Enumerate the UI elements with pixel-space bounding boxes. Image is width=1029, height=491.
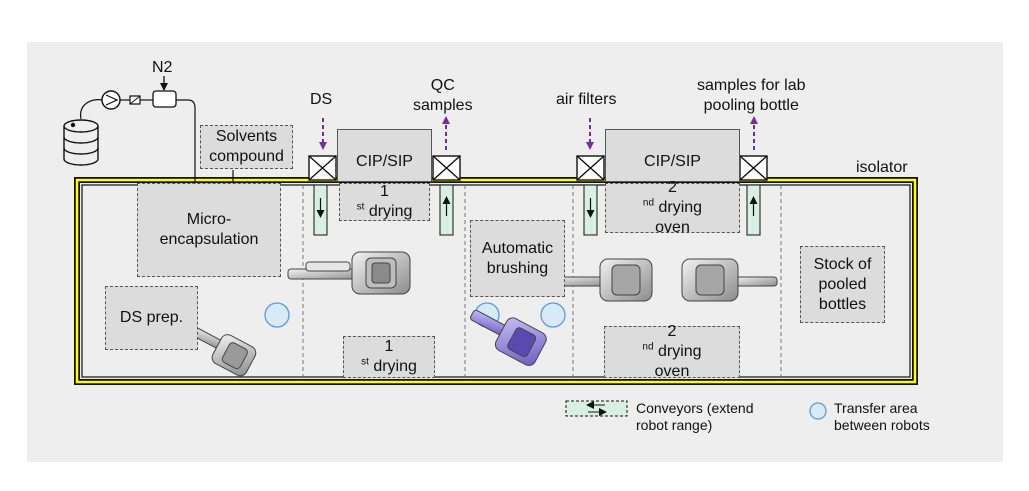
legend-conveyor-icon [565,400,628,417]
supply-line [80,99,103,120]
transfer-area-icon [264,302,566,328]
cip-sip-box-1: CIP/SIP [337,129,432,182]
conveyor-icon [313,184,761,236]
samples-for-lab-label: samples for lab pooling bottle [697,77,806,114]
ds-prep-box: DS prep. [105,286,198,350]
n2-tank-icon [152,90,177,108]
legend-conveyors-label: Conveyors (extend robot range) [636,400,754,433]
robot-arm-icon [186,251,778,377]
isolator-label: isolator [856,159,908,176]
legend-transfer-label: Transfer area between robots [834,400,930,433]
isolator-outline [74,177,918,385]
section-dividers [302,185,782,377]
qc-samples-label: QC samples [413,77,473,114]
microencapsulation-box: Micro-encapsulation [137,183,281,277]
air-filters-label: air filters [556,91,617,108]
n2-label: N2 [152,59,173,76]
n2-line [176,99,196,182]
filter-box-icon [308,155,768,181]
ds-label: DS [310,91,333,108]
valve-icon [129,95,141,105]
cip-sip-box-2: CIP/SIP [605,129,740,182]
drum-icon [63,119,99,166]
pump-icon [101,90,121,110]
legend-transfer-icon [809,402,827,420]
